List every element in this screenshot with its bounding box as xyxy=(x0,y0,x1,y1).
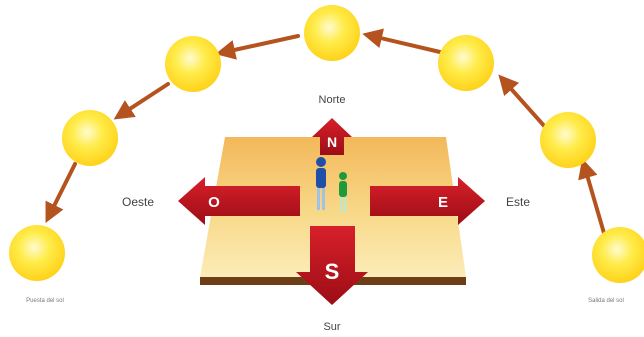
compass-letter-south: S xyxy=(325,259,340,284)
path-arrow xyxy=(372,36,440,52)
compass-letter-east: E xyxy=(438,194,448,211)
path-arrow xyxy=(225,36,298,52)
label-west: Oeste xyxy=(122,195,154,209)
path-arrow xyxy=(122,84,168,114)
path-arrow xyxy=(585,168,606,240)
path-arrow xyxy=(505,82,546,128)
sun xyxy=(438,35,494,91)
sun-sunrise xyxy=(592,227,644,283)
compass-letter-north: N xyxy=(327,134,337,150)
sun xyxy=(62,110,118,166)
label-sunrise: Salida del sol xyxy=(588,298,624,304)
label-south: Sur xyxy=(323,321,340,333)
sun xyxy=(165,36,221,92)
sun xyxy=(540,112,596,168)
sun-noon xyxy=(304,5,360,61)
compass-letter-west: O xyxy=(208,194,220,211)
label-north: Norte xyxy=(319,94,346,106)
label-sunset: Puesta del sol xyxy=(26,298,64,304)
label-east: Este xyxy=(506,195,530,209)
path-arrow xyxy=(50,164,75,214)
sun-sunset xyxy=(9,225,65,281)
